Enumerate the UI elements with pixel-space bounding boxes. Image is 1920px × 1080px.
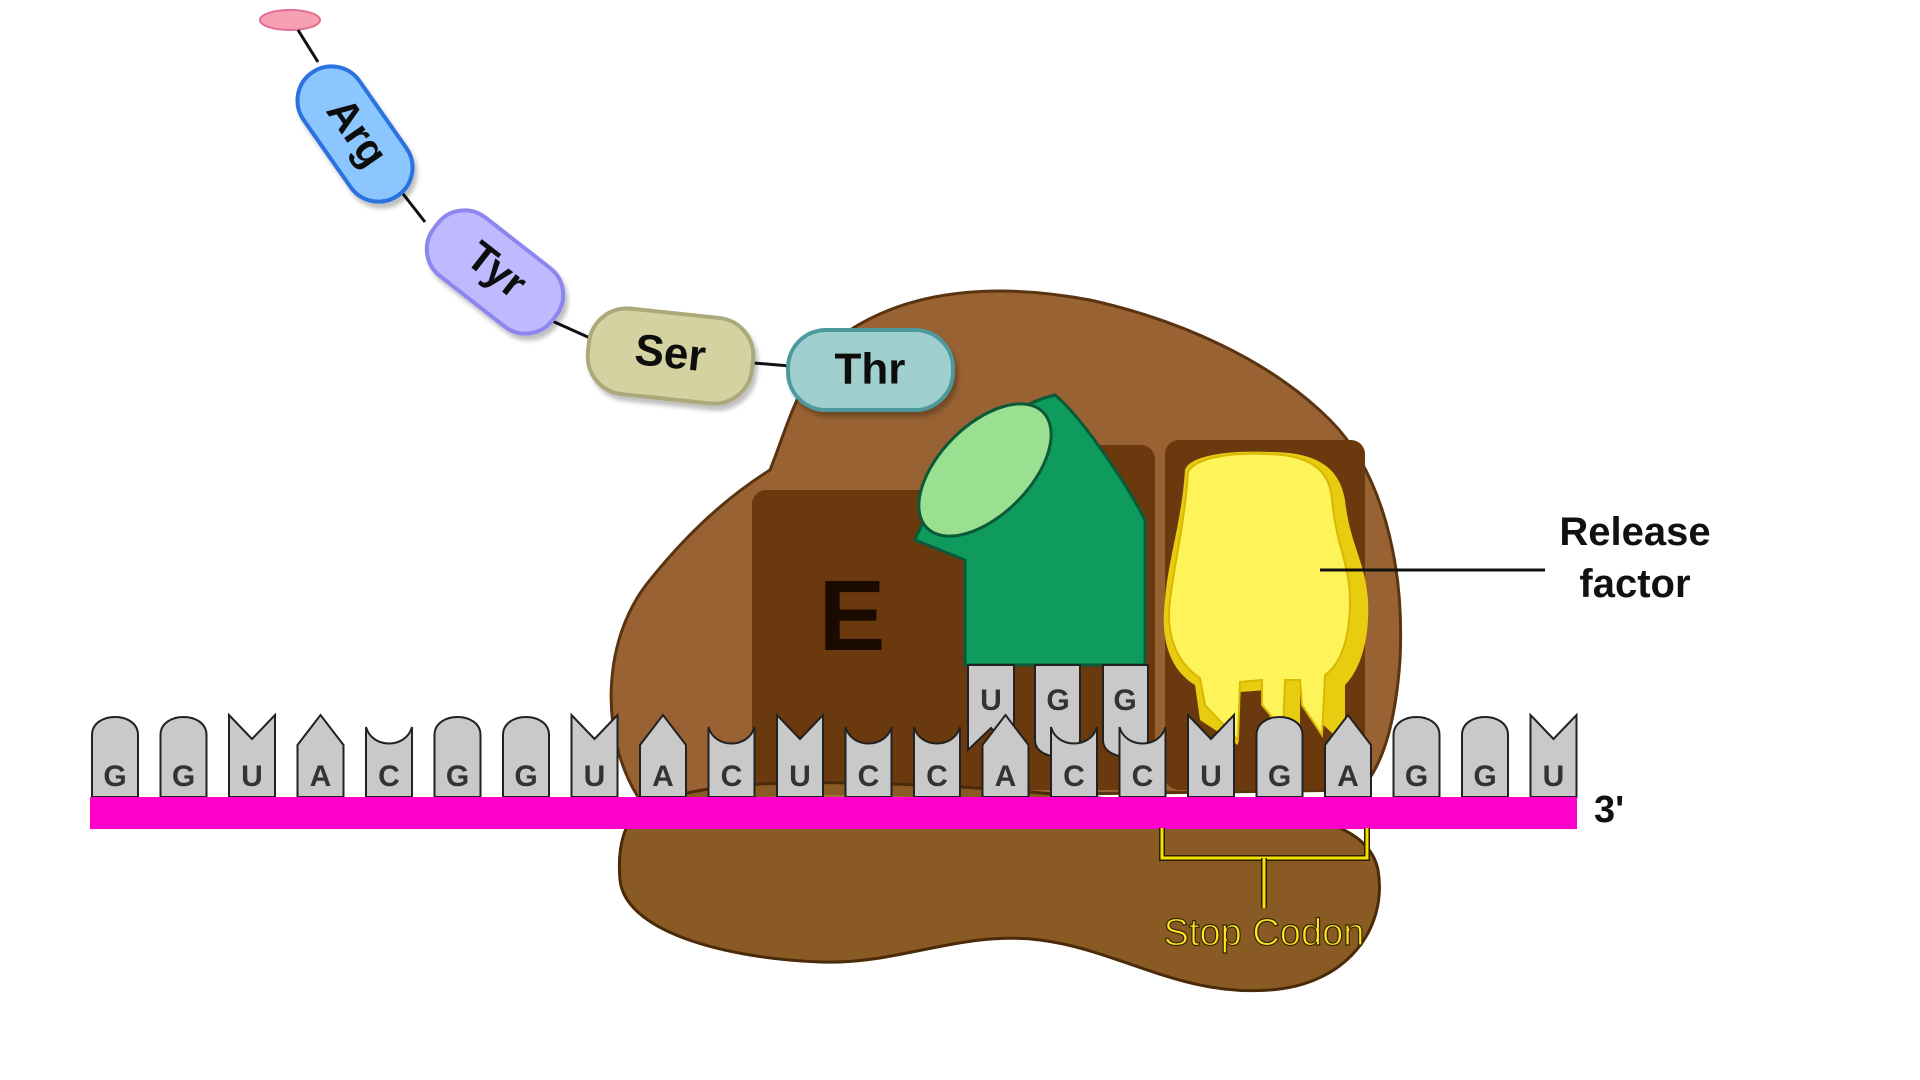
mrna-base-letter: C [926,760,948,793]
mrna-base-letter: C [378,760,400,793]
stop-codon-label: Stop Codon [1164,912,1365,954]
mrna-base-letter: A [1337,760,1359,793]
mrna-base: U [228,712,276,798]
mrna-base-letter: G [514,760,537,793]
mrna-base: G [91,716,139,798]
amino-acid-ser: Ser [585,306,756,406]
mrna-base: C [1118,726,1167,798]
mrna-base-shape [1392,716,1441,798]
mrna-base: A [639,713,687,798]
mrna-base: G [433,716,482,798]
mrna-base-letter: C [1132,760,1154,793]
ribosome-small-subunit [617,781,1381,993]
mrna-base-letter: A [995,760,1017,793]
mrna-base-letter: A [652,760,674,793]
mrna-base-shape [1118,726,1167,798]
mrna-base: C [707,726,756,798]
mrna-base: G [159,716,208,798]
mrna-base-letter: A [310,760,332,793]
mrna-strand [90,797,1577,829]
mrna-base-letter: G [446,760,469,793]
mrna-base-shape [1461,716,1509,798]
mrna-base-letter: U [1200,760,1222,793]
mrna-base: G [1461,716,1509,798]
mrna-base: C [365,726,413,798]
anticodon-base: G [1034,664,1081,758]
e-site-label: E [819,560,886,672]
mrna-base: C [1050,726,1098,798]
mrna-base-letter: G [103,760,126,793]
mrna-base-shape [844,726,893,798]
mrna-base: G [502,716,550,798]
amino-acid-thr: Thr [786,328,955,412]
amino-acid-arg: Arg [295,64,415,204]
mrna-base-shape [91,716,139,798]
e-site-pocket: E [752,490,957,790]
mrna-base-shape [502,716,550,798]
mrna-base-letter: G [1268,760,1291,793]
anticodon-base: G [1102,664,1149,758]
mrna-base: G [1255,716,1304,798]
mrna-base-letter: G [172,760,195,793]
amino-acid-tyr: Tyr [424,208,566,336]
mrna-base: C [844,726,893,798]
mrna-base-shape [913,726,961,798]
svg-text:G: G [1046,684,1069,717]
previous-amino-acid [259,9,321,31]
mrna-base: U [1187,712,1235,798]
mrna-base-shape [707,726,756,798]
mrna-base: G [1392,716,1441,798]
mrna-base-letter: G [1405,760,1428,793]
trna-top-face [917,402,1053,538]
three-prime-label: 3' [1594,789,1624,831]
mrna-base-shape [433,716,482,798]
trna-anticodon: U G G [967,664,1149,758]
mrna-base-shape [1255,716,1304,798]
mrna-base-letter: C [1063,760,1085,793]
release-factor-label-line2: factor [1579,562,1690,606]
mrna-base-letter: U [1543,760,1565,793]
svg-text:Ser: Ser [632,325,708,381]
release-factor-label-line1: Release [1559,510,1710,554]
mrna-base: A [296,713,345,798]
mrna-base: U [1529,712,1578,798]
mrna-base-letter: G [1473,760,1496,793]
mrna-base-shape [159,716,208,798]
svg-text:Thr: Thr [835,345,906,394]
svg-text:G: G [1113,684,1136,717]
mrna-base-letter: U [584,760,606,793]
stop-codon-bracket [1159,828,1370,908]
mrna-base-letter: C [721,760,743,793]
mrna-base-shape [365,726,413,798]
mrna-base-letter: C [858,760,880,793]
mrna-base: C [913,726,961,798]
mrna-base: A [981,713,1030,798]
mrna-base: U [570,712,619,798]
mrna-base-shape [1050,726,1098,798]
release-factor [1163,451,1369,745]
mrna-base-letter: U [241,760,263,793]
svg-text:U: U [980,684,1002,717]
mrna-base-letter: U [789,760,811,793]
trna [913,393,1147,667]
